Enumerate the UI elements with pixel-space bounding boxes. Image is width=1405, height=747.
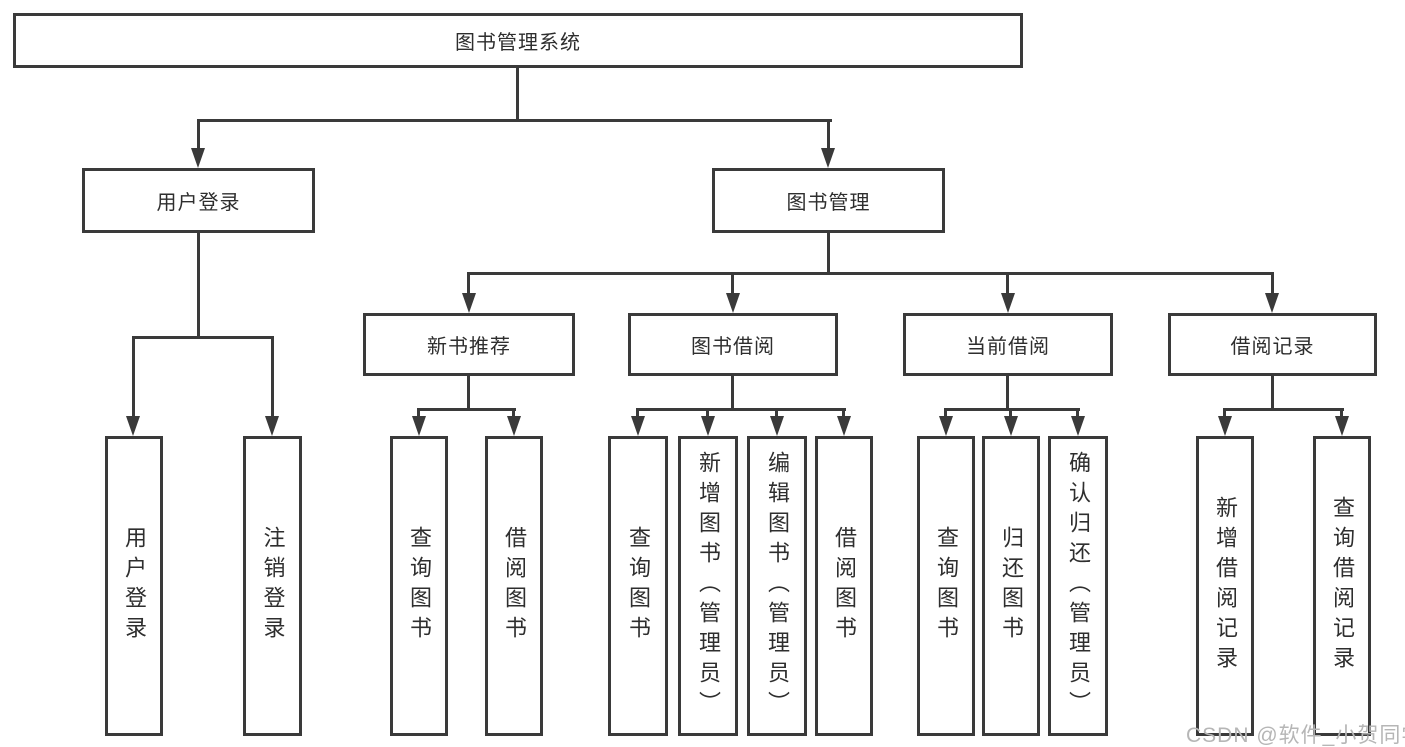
leaf-edit-books-admin: 编辑图书（管理员）: [747, 436, 807, 736]
arrow-down-icon: [1001, 293, 1015, 313]
connector-line: [467, 272, 470, 293]
arrow-down-icon: [265, 416, 279, 436]
arrow-down-icon: [1004, 416, 1018, 436]
node-label: 当前借阅: [966, 336, 1050, 358]
arrow-down-icon: [462, 293, 476, 313]
connector-line: [731, 272, 734, 293]
leaf-confirm-return-admin: 确认归还（管理员）: [1048, 436, 1108, 736]
leaf-borrow-books-recommend: 借阅图书: [485, 436, 543, 736]
leaf-label: 借阅图书: [502, 526, 527, 646]
node-book-management: 图书管理: [712, 168, 945, 233]
connector-line: [1006, 272, 1009, 293]
connector-line: [417, 408, 516, 411]
arrow-down-icon: [837, 416, 851, 436]
arrow-down-icon: [1218, 416, 1232, 436]
connector-line: [636, 408, 846, 411]
node-user-login: 用户登录: [82, 168, 315, 233]
node-label: 图书借阅: [691, 336, 775, 358]
leaf-user-login: 用户登录: [105, 436, 163, 736]
leaf-label: 查询图书: [407, 526, 432, 646]
leaf-label: 查询图书: [626, 526, 651, 646]
leaf-add-books-admin: 新增图书（管理员）: [678, 436, 738, 736]
node-label: 图书管理系统: [455, 32, 581, 54]
node-label: 新书推荐: [427, 336, 511, 358]
leaf-label: 新增图书（管理员）: [696, 451, 721, 721]
node-library-system: 图书管理系统: [13, 13, 1023, 68]
connector-line: [271, 336, 274, 416]
node-borrowing-records: 借阅记录: [1168, 313, 1377, 376]
connector-line: [775, 408, 778, 416]
arrow-down-icon: [701, 416, 715, 436]
leaf-borrow-books: 借阅图书: [815, 436, 873, 736]
arrow-down-icon: [1335, 416, 1349, 436]
connector-line: [1340, 408, 1343, 416]
leaf-label: 用户登录: [122, 526, 147, 646]
node-current-borrowing: 当前借阅: [903, 313, 1113, 376]
leaf-label: 借阅图书: [832, 526, 857, 646]
leaf-label: 查询借阅记录: [1330, 496, 1355, 676]
leaf-label: 归还图书: [999, 526, 1024, 646]
connector-line: [1223, 408, 1226, 416]
arrow-down-icon: [770, 416, 784, 436]
leaf-query-books-recommend: 查询图书: [390, 436, 448, 736]
connector-line: [132, 336, 135, 416]
connector-line: [132, 336, 274, 339]
leaf-logout: 注销登录: [243, 436, 302, 736]
arrow-down-icon: [412, 416, 426, 436]
connector-line: [417, 408, 420, 416]
arrow-down-icon: [507, 416, 521, 436]
connector-line: [467, 272, 1274, 275]
connector-line: [731, 376, 734, 408]
arrow-down-icon: [939, 416, 953, 436]
leaf-return-books: 归还图书: [982, 436, 1040, 736]
leaf-label: 确认归还（管理员）: [1066, 451, 1091, 721]
node-label: 图书管理: [786, 192, 871, 214]
arrow-down-icon: [1265, 293, 1279, 313]
leaf-query-borrow-record: 查询借阅记录: [1313, 436, 1371, 736]
leaf-label: 查询图书: [934, 526, 959, 646]
node-book-borrowing: 图书借阅: [628, 313, 838, 376]
connector-line: [516, 67, 519, 119]
arrow-down-icon: [1071, 416, 1085, 436]
arrow-down-icon: [631, 416, 645, 436]
connector-line: [1223, 408, 1344, 411]
arrow-down-icon: [126, 416, 140, 436]
connector-line: [1009, 408, 1012, 416]
leaf-label: 注销登录: [260, 526, 286, 646]
connector-line: [1271, 272, 1274, 293]
leaf-query-books-borrowing: 查询图书: [608, 436, 668, 736]
leaf-label: 编辑图书（管理员）: [765, 451, 790, 721]
node-new-book-recommend: 新书推荐: [363, 313, 575, 376]
node-label: 用户登录: [156, 192, 241, 214]
arrow-down-icon: [726, 293, 740, 313]
leaf-add-borrow-record: 新增借阅记录: [1196, 436, 1254, 736]
arrow-down-icon: [821, 148, 835, 168]
arrow-down-icon: [191, 148, 205, 168]
connector-line: [1271, 376, 1274, 408]
connector-line: [467, 376, 470, 408]
connector-line: [827, 119, 830, 151]
connector-line: [706, 408, 709, 416]
connector-line: [1076, 408, 1079, 416]
leaf-label: 新增借阅记录: [1213, 496, 1238, 676]
connector-line: [512, 408, 515, 416]
connector-line: [944, 408, 947, 416]
watermark: CSDN @软件_小贺同学: [1186, 724, 1405, 747]
node-label: 借阅记录: [1230, 336, 1315, 358]
leaf-query-books-current: 查询图书: [917, 436, 975, 736]
connector-line: [827, 233, 830, 272]
connector-line: [197, 119, 832, 122]
connector-line: [636, 408, 639, 416]
connector-line: [197, 233, 200, 336]
connector-line: [944, 408, 1080, 411]
connector-line: [197, 119, 200, 151]
connector-line: [842, 408, 845, 416]
connector-line: [1006, 376, 1009, 408]
